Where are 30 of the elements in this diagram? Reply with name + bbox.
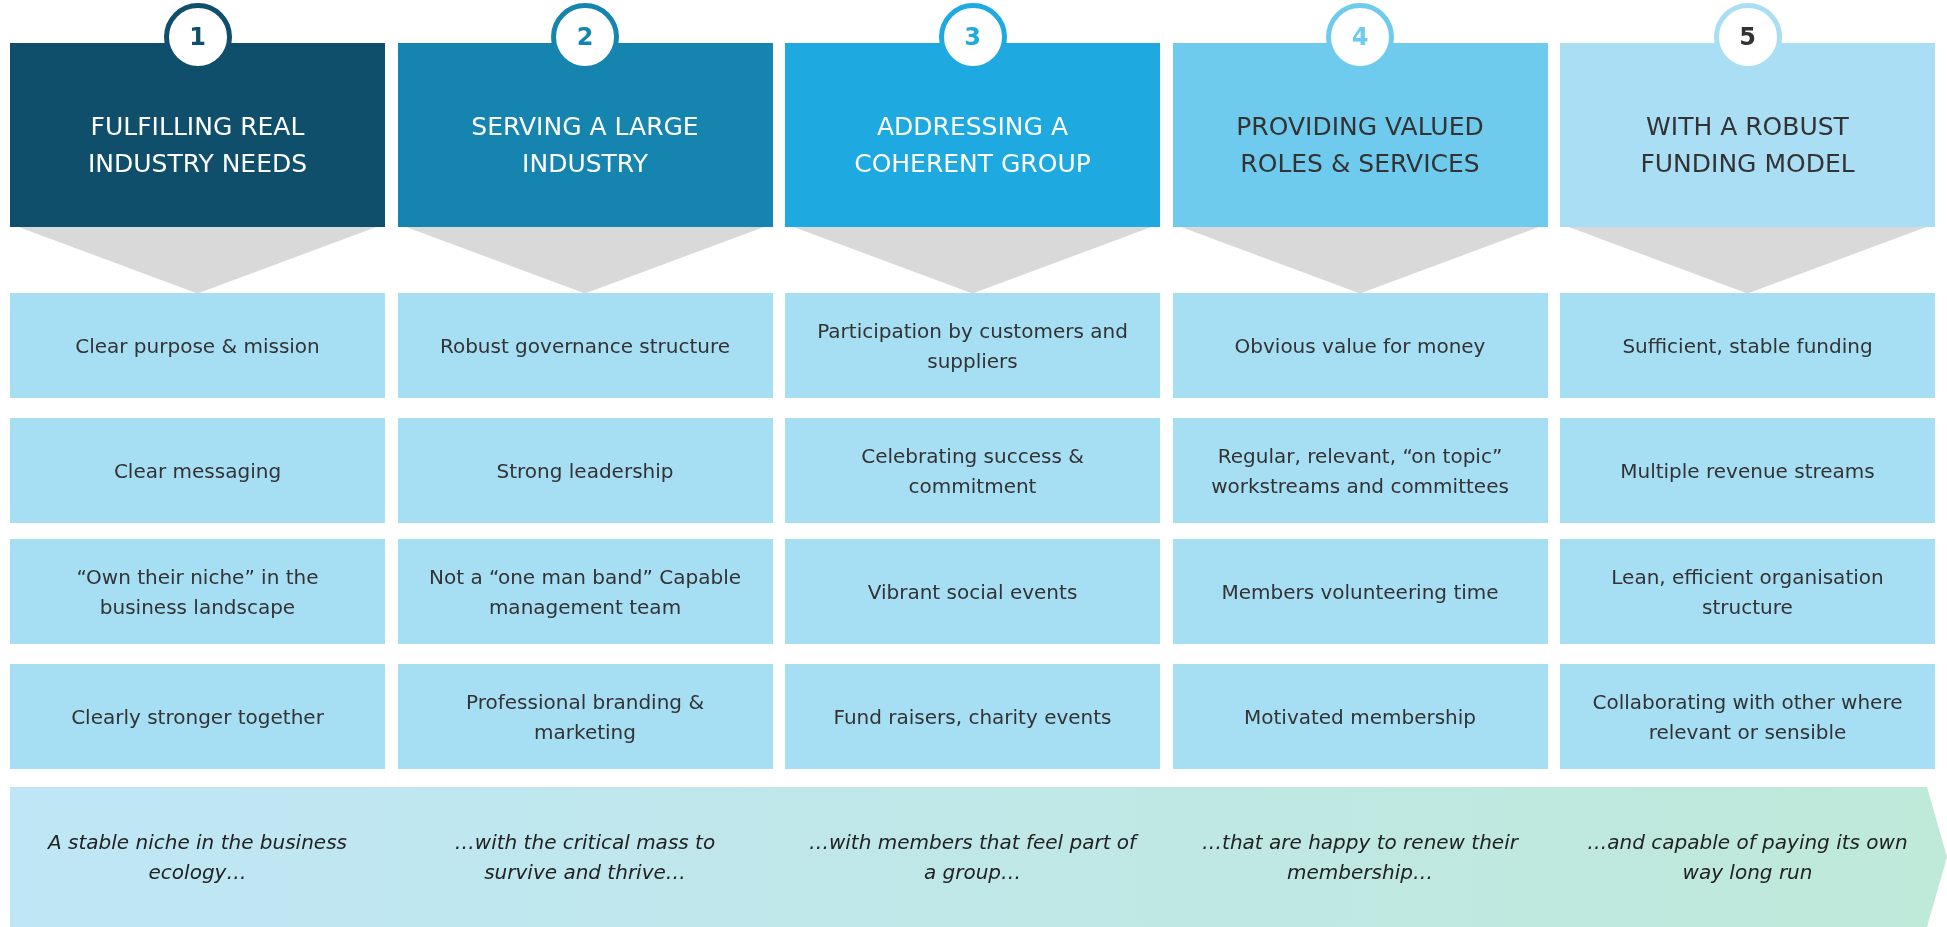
criterion-box: Not a “one man band” Capable management team: [397, 539, 773, 644]
criterion-box: Motivated membership: [1172, 664, 1548, 769]
criterion-box: Professional branding & marketing: [397, 664, 773, 769]
criterion-box: Members volunteering time: [1172, 539, 1548, 644]
criterion-box: Multiple revenue streams: [1560, 418, 1935, 523]
criterion-box: Clearly stronger together: [10, 664, 385, 769]
criterion-box: Obvious value for money: [1172, 293, 1548, 398]
criterion-box: Collaborating with other where relevant or sensible: [1560, 664, 1935, 769]
criterion-box: Regular, relevant, “on topic” workstreams and committees: [1172, 418, 1548, 523]
outcome-text: …that are happy to renew their membership…: [1201, 829, 1520, 886]
criterion-box: Clear purpose & mission: [10, 293, 385, 398]
criterion-box: Strong leadership: [397, 418, 773, 523]
criterion-box: Participation by customers and suppliers: [785, 293, 1160, 398]
criterion-box: Sufficient, stable funding: [1560, 293, 1935, 398]
criterion-box: Celebrating success & commitment: [785, 418, 1160, 523]
chevron-arrow: [407, 226, 763, 294]
criterion-box: Lean, efficient organisation structure: [1560, 539, 1935, 644]
chevron-arrow: [1569, 226, 1926, 294]
chevron-arrow: [1182, 226, 1538, 294]
outcome-text: A stable niche in the business ecology…: [46, 829, 348, 886]
outcome-text: …and capable of paying its own way long run: [1586, 829, 1909, 886]
chevron-arrow: [19, 226, 376, 294]
criterion-box: “Own their niche” in the business landscape: [10, 539, 385, 644]
outcome-text: …with members that feel part of a group…: [807, 829, 1140, 886]
chevron-arrow: [794, 226, 1151, 294]
criterion-box: Vibrant social events: [785, 539, 1160, 644]
criterion-box: Fund raisers, charity events: [785, 664, 1160, 769]
criterion-box: Robust governance structure: [397, 293, 773, 398]
criterion-box: Clear messaging: [10, 418, 385, 523]
outcome-text: …with the critical mass to survive and thrive…: [453, 829, 717, 886]
